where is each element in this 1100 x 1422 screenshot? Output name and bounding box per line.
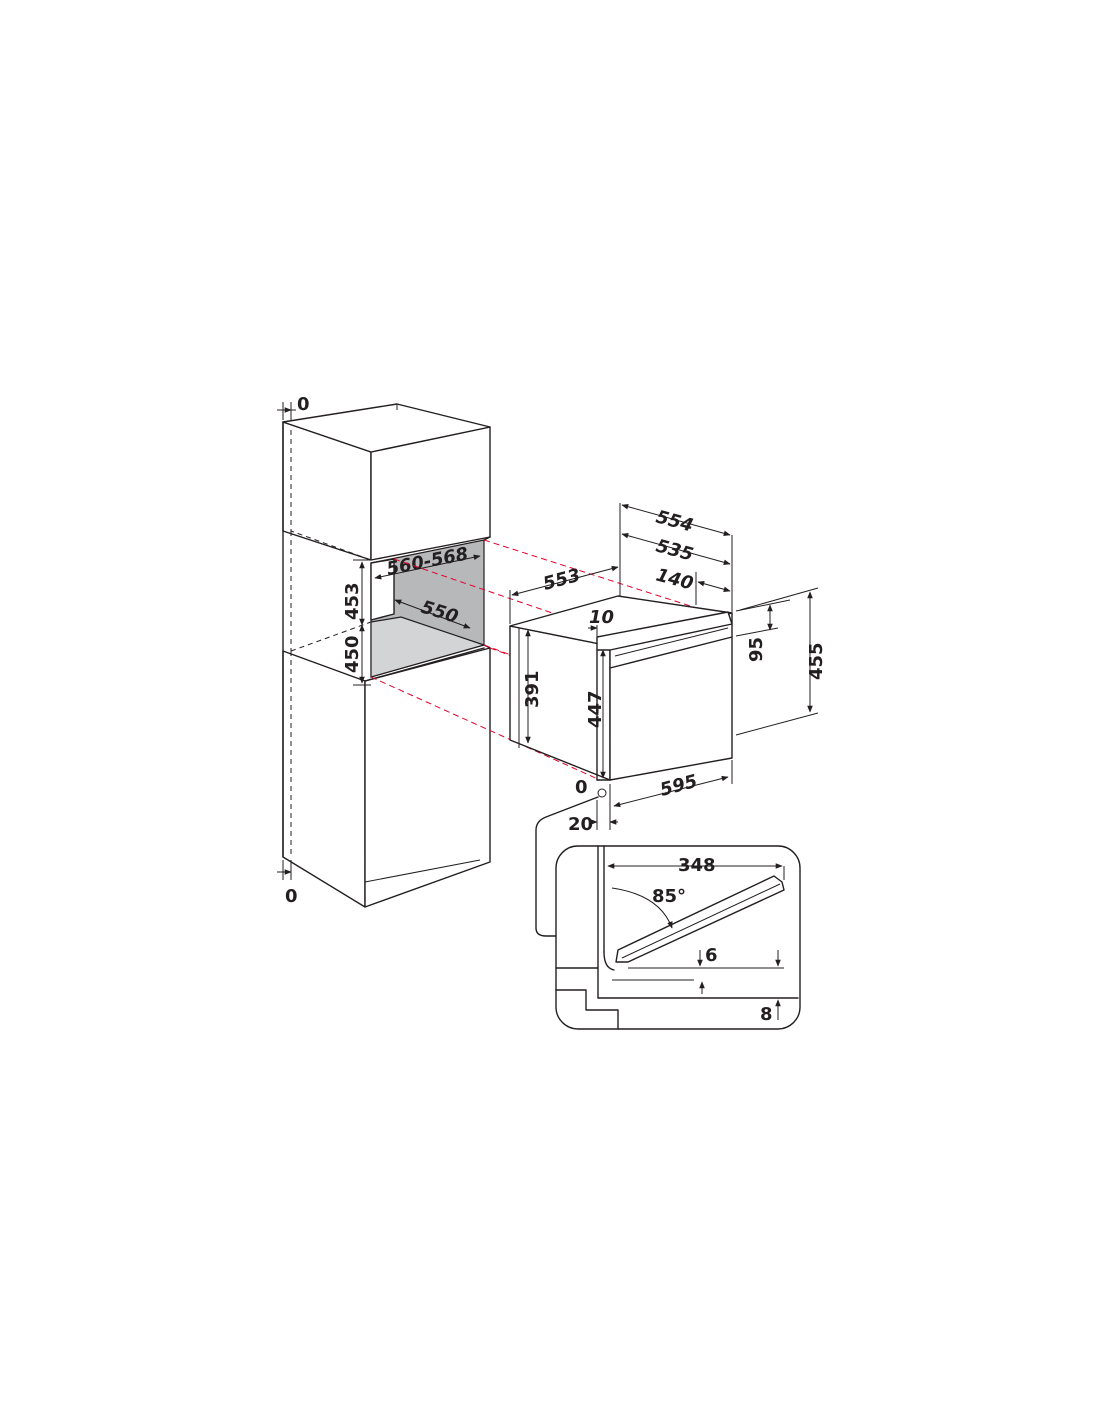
side-clearance-label: 20 bbox=[568, 814, 593, 835]
niche-height-dims: 453 450 bbox=[342, 559, 371, 686]
gap-top-label: 0 bbox=[297, 394, 310, 415]
cabinet-gap-top: 0 bbox=[277, 394, 310, 420]
cabinet-gap-bottom: 0 bbox=[277, 860, 298, 907]
door-detail-callout: 348 85° 6 8 bbox=[535, 796, 801, 1030]
height-overall-dim: 455 bbox=[735, 587, 827, 736]
oven-control-panel bbox=[596, 611, 733, 651]
front-offset-dim: 10 bbox=[588, 607, 614, 637]
gap-b-label: 8 bbox=[760, 1004, 773, 1025]
bottom-gap-label: 0 bbox=[575, 777, 588, 798]
detail-callout-marker bbox=[597, 788, 607, 798]
panel-height-dim: 95 bbox=[735, 599, 791, 662]
width-label: 595 bbox=[658, 771, 700, 801]
depth-body-dim: 535 bbox=[621, 532, 731, 566]
cabinet-top bbox=[282, 403, 491, 453]
front-height-dim: 447 bbox=[585, 649, 606, 779]
oven-unit bbox=[509, 595, 733, 781]
front-offset-label: 10 bbox=[589, 607, 614, 628]
cabinet-lower-front bbox=[364, 647, 491, 908]
height-overall-label: 455 bbox=[806, 642, 827, 680]
detail-frame bbox=[555, 845, 801, 1030]
side-clearance-dim: 20 bbox=[568, 800, 618, 835]
depth-overall-label: 554 bbox=[654, 507, 696, 537]
body-height-label: 391 bbox=[522, 670, 543, 708]
depth-side-label: 553 bbox=[541, 565, 583, 595]
gap-bottom-label: 0 bbox=[285, 886, 298, 907]
cabinet-lower-side bbox=[282, 650, 366, 908]
depth-top-label: 140 bbox=[654, 565, 696, 595]
depth-body-label: 535 bbox=[654, 536, 696, 566]
open-door bbox=[615, 875, 785, 963]
opening-depth-label: 348 bbox=[678, 855, 716, 876]
panel-height-label: 95 bbox=[746, 637, 767, 662]
niche-height-a-label: 453 bbox=[342, 582, 363, 620]
gap-a-label: 6 bbox=[705, 945, 718, 966]
body-height-dim: 391 bbox=[518, 628, 543, 748]
tall-cabinet bbox=[282, 403, 491, 908]
bottom-gap-dim: 0 bbox=[575, 777, 607, 798]
angle-label: 85° bbox=[652, 886, 686, 907]
depth-top-dim: 140 bbox=[654, 565, 731, 605]
front-height-label: 447 bbox=[585, 690, 606, 728]
niche-height-b-label: 450 bbox=[342, 635, 363, 673]
